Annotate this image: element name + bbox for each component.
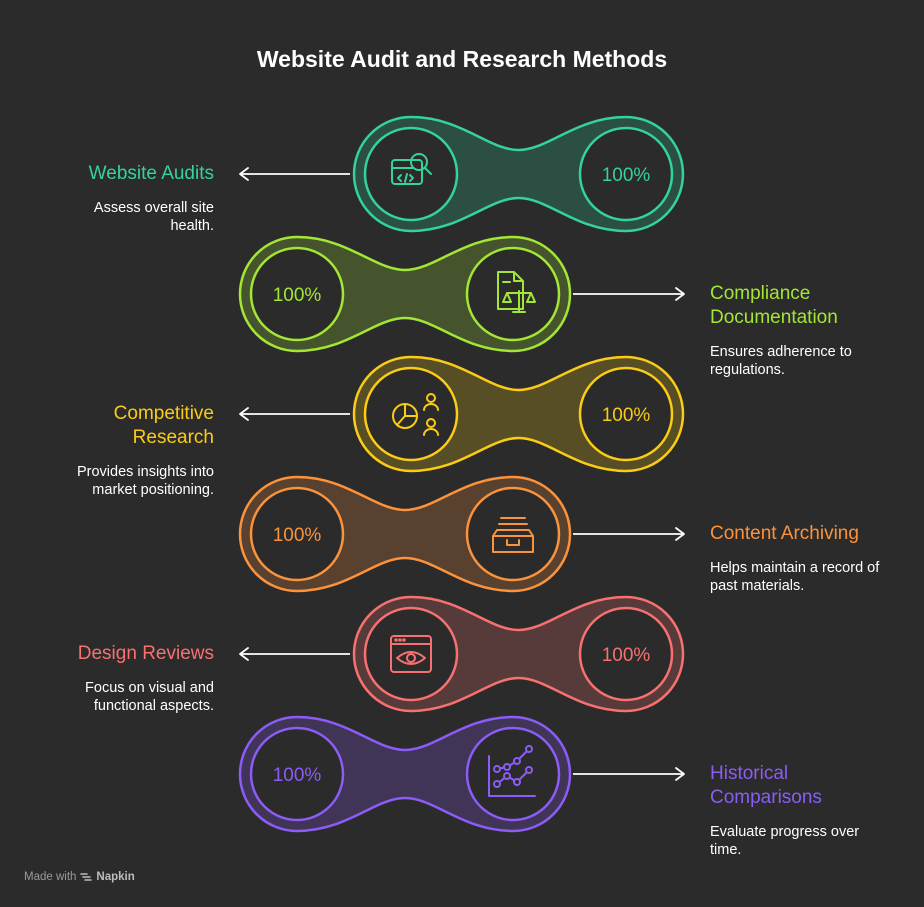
- archive-tray-icon: [492, 517, 534, 553]
- arrowhead-icon: [239, 647, 249, 661]
- step-desc-compliance-documentation: Ensures adherence to regulations.: [710, 344, 852, 378]
- napkin-logo-icon: [80, 873, 93, 881]
- step-3: 100%: [238, 475, 685, 593]
- step-value: 100%: [602, 405, 651, 426]
- inner-ring-left: [363, 126, 459, 222]
- line-graph-icon: [488, 745, 536, 797]
- footer: Made with Napkin: [24, 871, 135, 883]
- step-value: 100%: [602, 645, 651, 666]
- step-desc-historical-comparisons: Evaluate progress over time.: [710, 824, 860, 858]
- footer-brand: Napkin: [96, 871, 135, 883]
- step-heading-competitive-research: Competitive Research: [113, 403, 214, 448]
- inner-ring-left: [249, 726, 345, 822]
- step-desc-website-audits: Assess overall site health.: [93, 200, 214, 234]
- inner-ring-right: [465, 726, 561, 822]
- step-heading-compliance-documentation: Compliance Documentation: [710, 283, 838, 328]
- step-4: 100%: [239, 595, 685, 713]
- footer-prefix: Made with: [24, 871, 77, 883]
- inner-ring-left: [363, 366, 459, 462]
- inner-ring-left: [249, 246, 345, 342]
- step-desc-content-archiving: Helps maintain a record of past material…: [710, 560, 880, 594]
- code-search-icon: [391, 153, 432, 185]
- step-value: 100%: [273, 285, 322, 306]
- pie-chart-people-icon: [392, 393, 439, 436]
- inner-ring-right: [578, 126, 674, 222]
- step-heading-historical-comparisons: Historical Comparisons: [710, 763, 822, 808]
- step-heading-design-reviews: Design Reviews: [77, 643, 214, 664]
- step-5: 100%: [238, 715, 685, 833]
- arrowhead-icon: [675, 527, 685, 541]
- step-value: 100%: [602, 165, 651, 186]
- arrowhead-icon: [675, 287, 685, 301]
- inner-ring-right: [465, 486, 561, 582]
- arrowhead-icon: [675, 767, 685, 781]
- document-scale-icon: [497, 271, 536, 313]
- step-value: 100%: [273, 765, 322, 786]
- arrowhead-icon: [239, 407, 249, 421]
- step-1: 100%: [238, 235, 685, 353]
- inner-ring-right: [578, 606, 674, 702]
- arrowhead-icon: [239, 167, 249, 181]
- inner-ring-left: [249, 486, 345, 582]
- step-0: 100%: [239, 115, 685, 233]
- step-desc-competitive-research: Provides insights into market positionin…: [76, 464, 214, 498]
- step-heading-website-audits: Website Audits: [88, 163, 214, 184]
- inner-ring-right: [578, 366, 674, 462]
- browser-eye-icon: [390, 635, 432, 673]
- step-2: 100%: [239, 355, 685, 473]
- page-title: Website Audit and Research Methods: [256, 46, 668, 72]
- step-value: 100%: [273, 525, 322, 546]
- step-heading-content-archiving: Content Archiving: [710, 523, 859, 544]
- step-desc-design-reviews: Focus on visual and functional aspects.: [85, 680, 214, 714]
